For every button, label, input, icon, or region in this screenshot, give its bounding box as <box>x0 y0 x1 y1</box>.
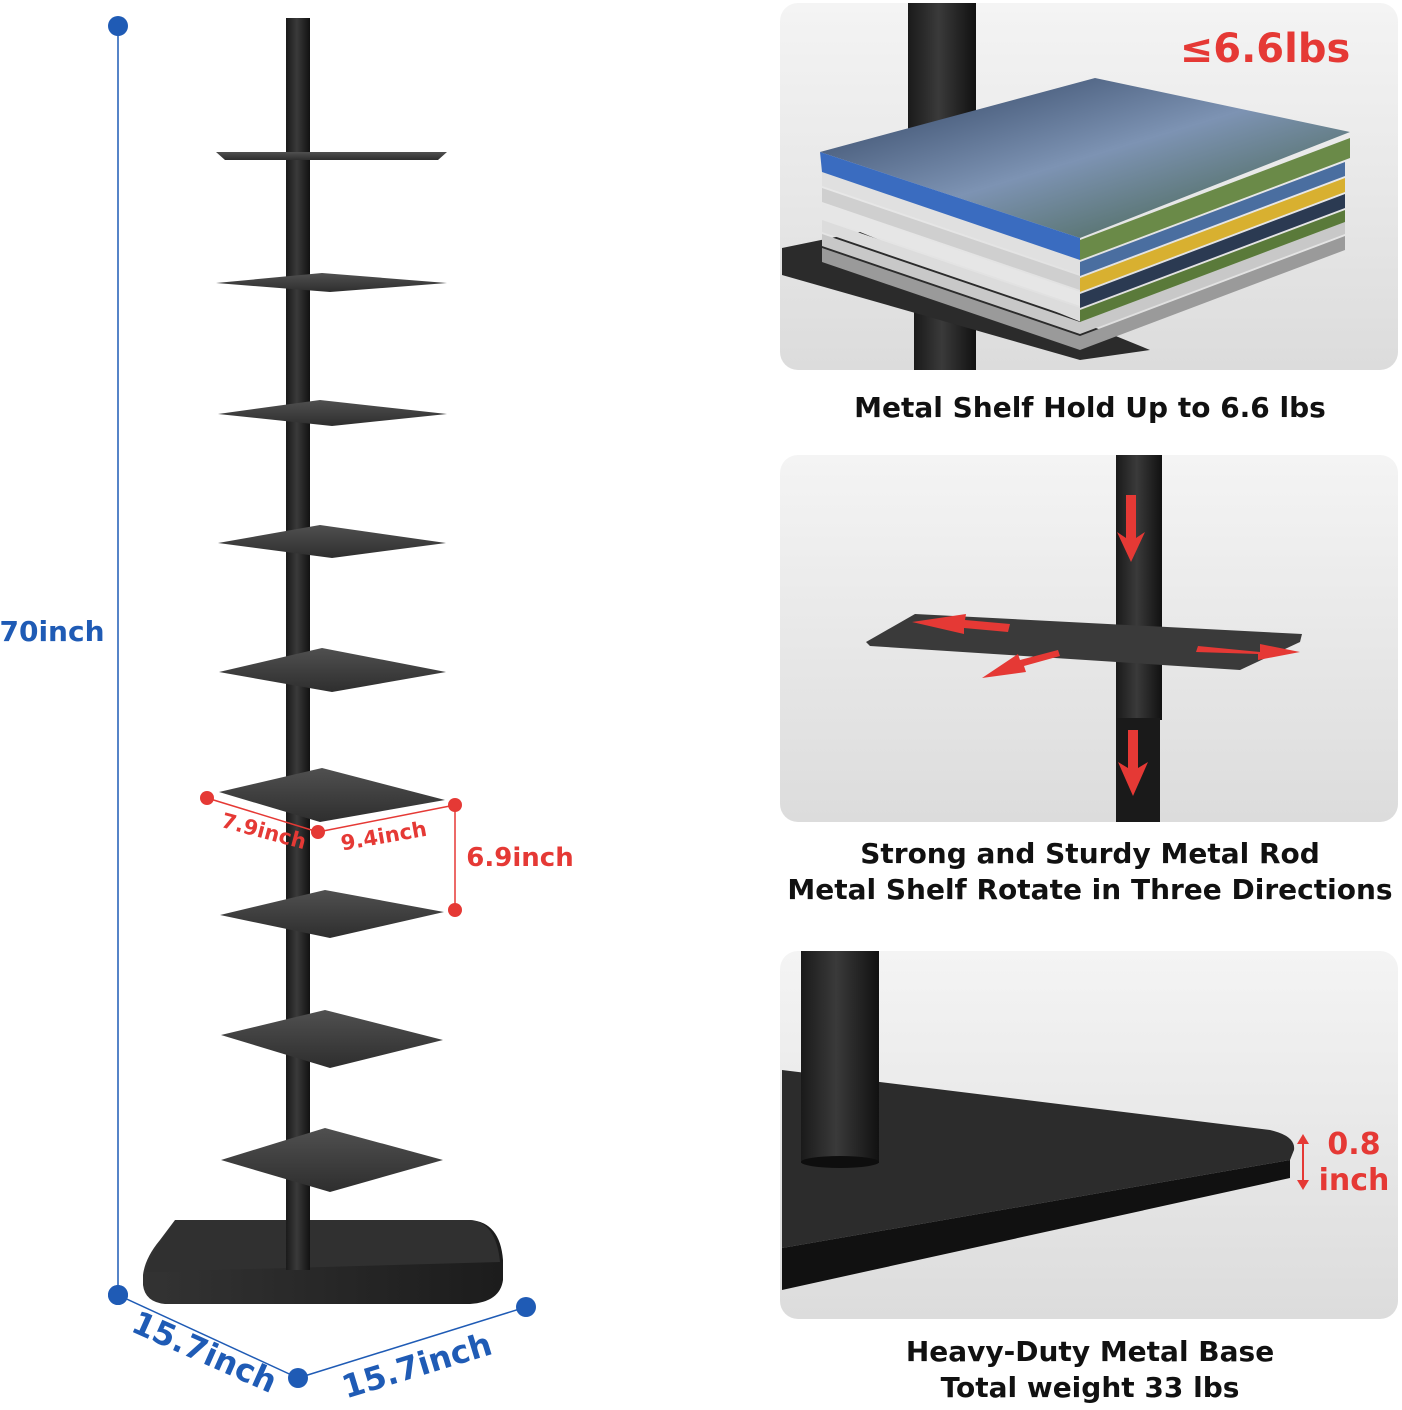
shelf-7 <box>220 890 444 938</box>
rotate-rod-upper <box>1116 455 1162 655</box>
rotation-arrows <box>912 495 1300 796</box>
thickness-indicator <box>1297 1134 1309 1190</box>
shelf-8 <box>221 1010 443 1068</box>
arrow-right-icon <box>1196 644 1300 660</box>
shelf-dimensions: 7.9inch 9.4inch 6.9inch <box>200 791 574 917</box>
load-caption-text: Metal Shelf Hold Up to 6.6 lbs <box>854 391 1326 424</box>
weight-badge: ≤6.6lbs <box>1180 26 1351 72</box>
base-marker-front <box>288 1368 308 1388</box>
base-slab-edge <box>782 1160 1290 1290</box>
rotate-caption-line2: Metal Shelf Rotate in Three Directions <box>787 873 1393 906</box>
shelf-spacing-label: 6.9inch <box>466 843 573 873</box>
load-shelf <box>782 232 1150 360</box>
shelf-marker-left <box>200 791 214 805</box>
tower-shelves <box>216 152 447 1192</box>
shelf-marker-below <box>448 903 462 917</box>
arrow-front-icon <box>982 650 1060 678</box>
arrow-down-top-icon <box>1117 495 1145 562</box>
shelf-1 <box>216 152 447 160</box>
arrow-left-icon <box>912 614 1010 634</box>
base-slab-top <box>782 1070 1295 1248</box>
thickness-value: 0.8 <box>1327 1127 1380 1162</box>
base-rod-foot <box>801 1156 879 1168</box>
tower-rod <box>286 18 310 1270</box>
base-marker-left <box>108 1285 128 1305</box>
base-caption-line2: Total weight 33 lbs <box>940 1371 1240 1404</box>
height-dimension: 70inch <box>0 16 128 1305</box>
base-marker-right <box>516 1297 536 1317</box>
height-label: 70inch <box>0 615 105 648</box>
book-stack <box>820 78 1350 350</box>
shelf-marker-front <box>311 825 325 839</box>
load-panel: ≤6.6lbs <box>780 3 1398 370</box>
height-marker-top <box>108 16 128 36</box>
shelf-marker-right <box>448 798 462 812</box>
rotate-rod-lower <box>1116 660 1162 720</box>
base-width-label: 15.7inch <box>126 1303 283 1401</box>
shelf-4 <box>218 525 446 558</box>
base-caption-line1: Heavy-Duty Metal Base <box>905 1335 1275 1368</box>
base-panel: 0.8 inch <box>780 951 1398 1319</box>
tower-bookshelf <box>143 18 503 1304</box>
base-depth-label: 15.7inch <box>337 1325 496 1406</box>
tower-base-top <box>146 1220 500 1272</box>
rotate-caption-line1: Strong and Sturdy Metal Rod <box>860 837 1320 870</box>
load-caption: Metal Shelf Hold Up to 6.6 lbs <box>780 390 1400 426</box>
base-rod <box>801 951 879 1163</box>
thickness-unit: inch <box>1319 1163 1390 1198</box>
shelf-2 <box>216 273 447 292</box>
rotate-panel <box>780 455 1398 822</box>
shelf-depth-label: 9.4inch <box>339 817 429 856</box>
shelf-9 <box>221 1128 443 1192</box>
shelf-6 <box>219 768 445 822</box>
rotate-caption: Strong and Sturdy Metal Rod Metal Shelf … <box>780 836 1400 908</box>
base-caption: Heavy-Duty Metal Base Total weight 33 lb… <box>780 1334 1400 1406</box>
shelf-3 <box>218 400 447 426</box>
arrow-down-bottom-icon <box>1118 730 1148 796</box>
shelf-5 <box>219 648 446 692</box>
